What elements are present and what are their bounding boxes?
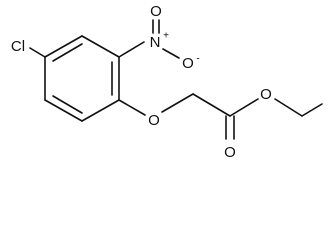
ch2-carbonyl-bond xyxy=(192,93,231,117)
benzene-ring xyxy=(44,35,120,122)
nitrogen-positive-charge: + xyxy=(163,31,169,42)
nitro-top-oxygen-label: O xyxy=(150,3,162,20)
n-o-right-bond xyxy=(162,48,180,59)
aryl-ether-bond xyxy=(118,99,146,116)
nitro-bond xyxy=(118,41,145,58)
ring-double-bond-3 xyxy=(52,95,83,114)
molecule-canvas: Cl N + O O - O O O xyxy=(11,3,323,161)
carbonyl-oxygen-label: O xyxy=(224,144,236,161)
ring-bond-1 xyxy=(44,35,83,58)
nitro-right-oxygen-label: O xyxy=(182,55,194,72)
chlorine-label: Cl xyxy=(11,38,25,55)
ring-bond-4 xyxy=(81,99,120,122)
ring-bond-2 xyxy=(81,35,120,58)
ether-ch2-bond xyxy=(161,93,194,113)
ethyl-chloronitrophenoxyacetate-structure: Cl N + O O - O O O xyxy=(11,3,323,161)
ring-double-bond-1 xyxy=(52,43,83,62)
chloro-bond xyxy=(29,47,46,58)
nitrogen-label: N xyxy=(150,34,161,51)
oxygen-negative-charge: - xyxy=(196,54,199,65)
ring-bond-5 xyxy=(44,99,83,122)
ester-o-ch2-bond xyxy=(274,98,303,117)
ester-oxygen-label: O xyxy=(260,86,272,103)
ether-oxygen-label: O xyxy=(148,112,160,129)
ethyl-ch3-bond xyxy=(301,103,323,117)
carbonyl-ester-o-bond xyxy=(229,98,259,117)
